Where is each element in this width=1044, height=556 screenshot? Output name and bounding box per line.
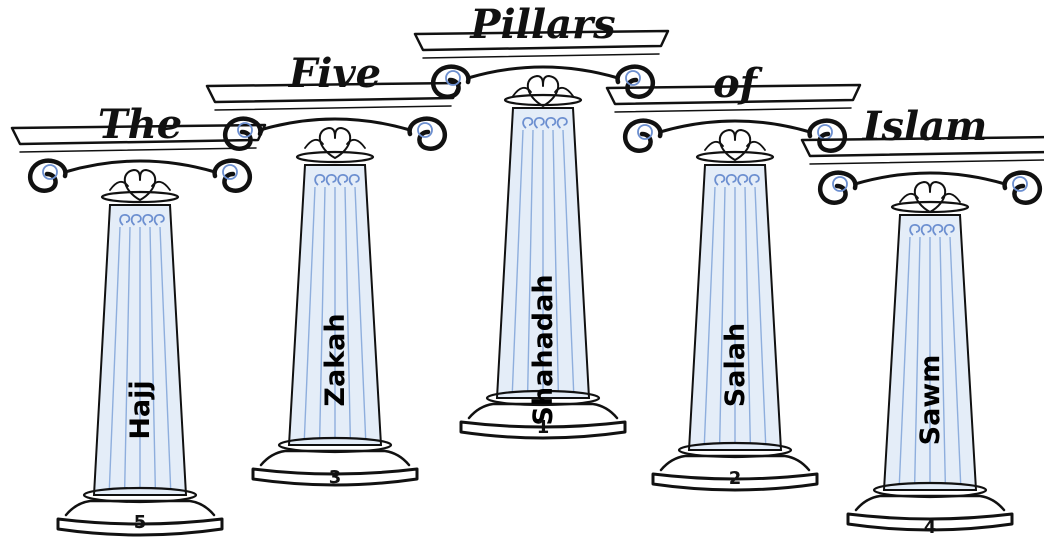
pillar-label: Sawm <box>915 355 946 446</box>
title-word-the: The <box>98 101 182 148</box>
pillar-hajj: Hajj 5 The <box>12 101 265 535</box>
pillar-number: 3 <box>329 467 342 488</box>
pillar-label: Salah <box>720 323 751 407</box>
pillar-sawm: Sawm 4 Islam <box>802 103 1044 538</box>
pillar-label: Hajj <box>125 380 156 439</box>
ornament-heart <box>320 128 350 158</box>
ornament-heart <box>528 76 558 106</box>
pillar-number: 1 <box>537 417 550 438</box>
pillar-label: Zakah <box>320 313 351 406</box>
ornament-heart <box>915 182 945 212</box>
ornament-heart <box>125 170 155 200</box>
pillar-salah: Salah 2 of <box>607 60 860 490</box>
title-word-of: of <box>713 60 763 107</box>
title-word-five: Five <box>288 50 381 97</box>
pillar-number: 4 <box>924 517 937 538</box>
pillar-number: 5 <box>134 512 147 533</box>
title-word-islam: Islam <box>862 103 988 150</box>
pillar-number: 2 <box>729 468 742 489</box>
pillar-zakah: Zakah 3 Five <box>207 50 460 488</box>
title-word-pillars: Pillars <box>469 1 615 48</box>
pillar-label: Shahadah <box>528 274 559 425</box>
ornament-heart <box>720 130 750 160</box>
